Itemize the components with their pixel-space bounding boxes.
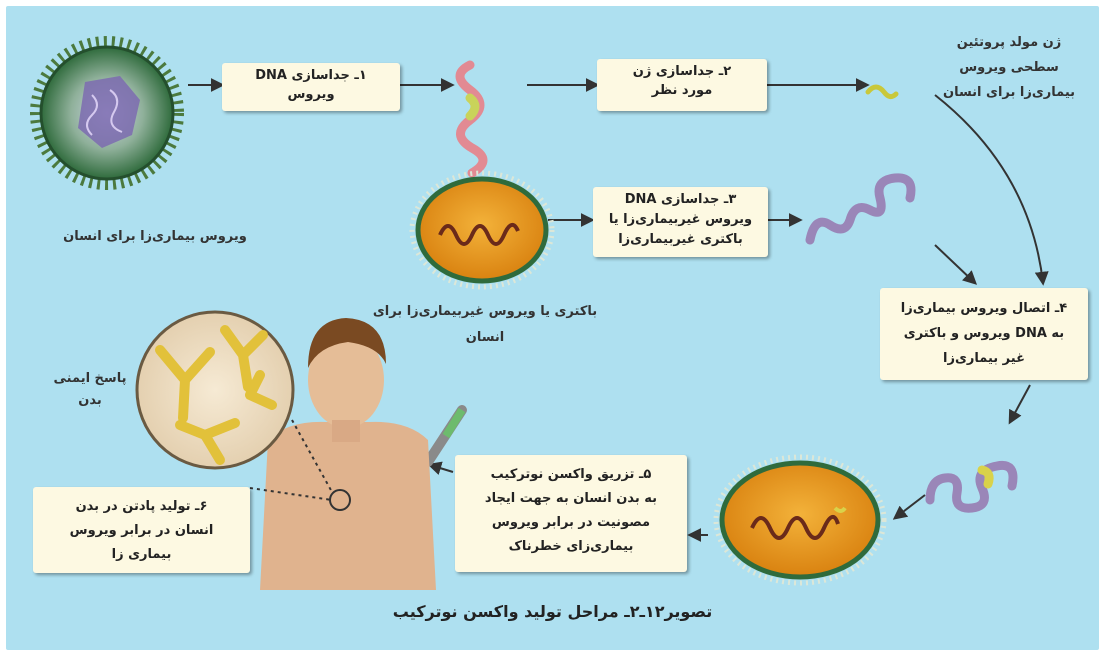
step1-line-1: ۱ـ جداسازی DNA bbox=[228, 66, 394, 85]
recombinant-dna-strand bbox=[930, 465, 1013, 508]
arrow-step4-down bbox=[1010, 385, 1030, 422]
step2-line-1: ۲ـ جداسازی ژن bbox=[603, 62, 761, 81]
immune-label-line-2: بدن bbox=[40, 390, 140, 412]
step6-line-2: انسان در برابر ویروس bbox=[39, 519, 244, 543]
bacteria-label-line-2: انسان bbox=[355, 325, 615, 351]
bacteria-label-line-1: باکتری یا ویروس غیربیماری‌زا برای bbox=[355, 299, 615, 325]
non-pathogenic-dna-strand bbox=[810, 178, 911, 240]
immune-label-line-1: پاسخ ایمنی bbox=[40, 368, 140, 390]
step5-line-4: بیماری‌زای خطرناک bbox=[461, 535, 681, 559]
antibody-magnifier bbox=[137, 312, 293, 468]
step4-line-2: به DNA ویروس و باکتری bbox=[886, 321, 1082, 346]
step5-box: ۵ـ تزریق واکسن نوترکیب به بدن انسان به ج… bbox=[455, 455, 687, 572]
step2-box: ۲ـ جداسازی ژن مورد نظر bbox=[597, 59, 767, 111]
gene-label-line-3: بیماری‌زا برای انسان bbox=[918, 80, 1100, 105]
step5-line-1: ۵ـ تزریق واکسن نوترکیب bbox=[461, 463, 681, 487]
arrow-recombinant-to-bacteria bbox=[895, 495, 925, 518]
step3-box: ۳ـ جداسازی DNA ویروس غیربیماری‌زا یا باک… bbox=[593, 187, 768, 257]
step6-box: ۶ـ تولید پادتن در بدن انسان در برابر ویر… bbox=[33, 487, 250, 573]
step1-line-2: ویروس bbox=[228, 85, 394, 104]
step4-line-3: غیر بیماری‌زا bbox=[886, 346, 1082, 371]
gene-label-line-1: ژن مولد پروتئین bbox=[918, 30, 1100, 55]
bacteria-label: باکتری یا ویروس غیربیماری‌زا برای انسان bbox=[355, 299, 615, 351]
pathogenic-virus-label: ویروس بیماری‌زا برای انسان bbox=[45, 227, 265, 247]
isolated-gene bbox=[868, 87, 896, 97]
step5-line-2: به بدن انسان به جهت ایجاد bbox=[461, 487, 681, 511]
step6-line-1: ۶ـ تولید پادتن در بدن bbox=[39, 495, 244, 519]
step4-line-1: ۴ـ اتصال ویروس بیماری‌زا bbox=[886, 296, 1082, 321]
arrow-dna-to-step4 bbox=[935, 245, 975, 283]
step6-line-3: بیماری زا bbox=[39, 543, 244, 567]
gene-label: ژن مولد پروتئین سطحی ویروس بیماری‌زا برا… bbox=[918, 30, 1100, 105]
arrow-gene-to-step4 bbox=[935, 95, 1043, 283]
non-pathogenic-bacteria-icon bbox=[412, 173, 552, 287]
recombinant-bacteria-icon bbox=[716, 457, 884, 583]
step1-box: ۱ـ جداسازی DNA ویروس bbox=[222, 63, 400, 111]
arrow-step5-to-syringe bbox=[430, 465, 453, 472]
step5-line-3: مصونیت در برابر ویروس bbox=[461, 511, 681, 535]
step4-box: ۴ـ اتصال ویروس بیماری‌زا به DNA ویروس و … bbox=[880, 288, 1088, 380]
immune-response-label: پاسخ ایمنی بدن bbox=[40, 368, 140, 412]
step2-line-2: مورد نظر bbox=[603, 81, 761, 100]
figure-caption: تصویر۱۲ـ۲ـ مراحل تولید واکسن نوترکیب bbox=[0, 602, 1105, 621]
step3-line-3: باکتری غیربیماری‌زا bbox=[599, 230, 762, 250]
step3-line-2: ویروس غیربیماری‌زا یا bbox=[599, 210, 762, 230]
gene-label-line-2: سطحی ویروس bbox=[918, 55, 1100, 80]
step3-line-1: ۳ـ جداسازی DNA bbox=[599, 190, 762, 210]
pathogenic-virus-icon bbox=[35, 41, 179, 185]
